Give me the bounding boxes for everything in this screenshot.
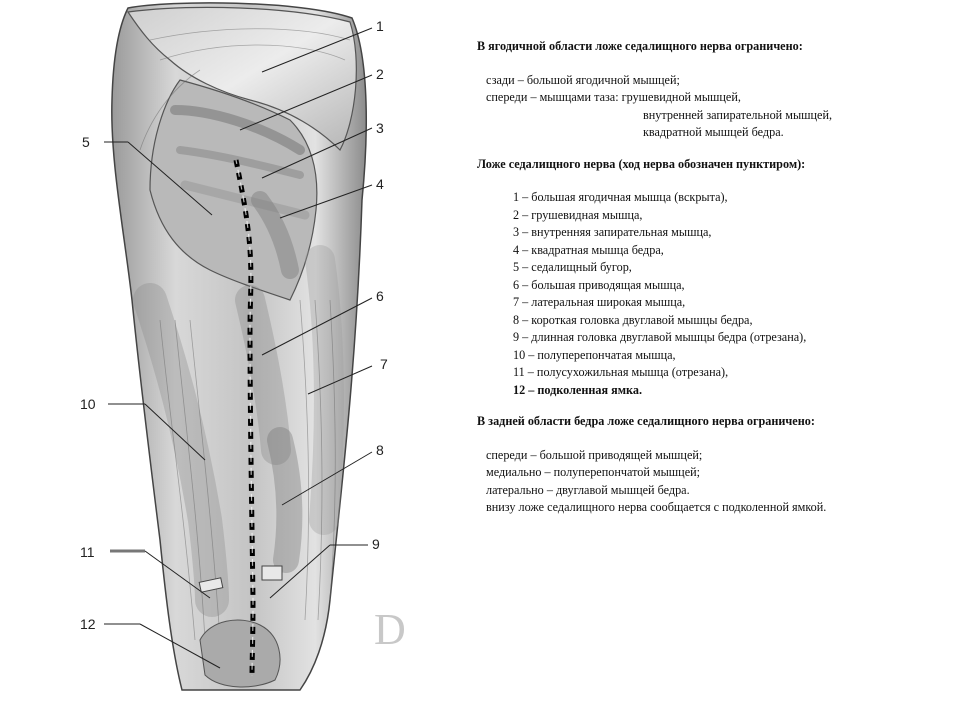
adductor-magnus xyxy=(235,285,291,465)
section3-line: латерально – двуглавой мышцей бедра. xyxy=(486,482,690,497)
section3-line: внизу ложе седалищного нерва сообщается … xyxy=(486,500,827,514)
label-2: 2 xyxy=(376,66,384,82)
section2-heading: Ложе седалищного нерва (ход нерва обозна… xyxy=(477,156,806,171)
legend-item: 8 – короткая головка двуглавой мышцы бед… xyxy=(513,312,753,327)
section1-heading: В ягодичной области ложе седалищного нер… xyxy=(477,39,803,53)
legend-item: 2 – грушевидная мышца, xyxy=(513,207,643,222)
legend-item: 1 – большая ягодичная мышца (вскрыта), xyxy=(513,190,728,204)
legend-item: 11 – полусухожильная мышца (отрезана), xyxy=(513,365,729,379)
label-6: 6 xyxy=(376,288,384,304)
description-text: В ягодичной области ложе седалищного нер… xyxy=(477,38,947,517)
vastus-lateralis xyxy=(305,245,344,535)
biceps-short-head xyxy=(267,427,303,573)
watermark: D xyxy=(374,605,406,654)
section3-heading: В задней области бедра ложе седалищного … xyxy=(477,414,815,428)
section1-line: внутренней запирательной мышцей, xyxy=(643,107,833,122)
popliteal-fossa xyxy=(199,619,281,688)
label-7: 7 xyxy=(380,356,388,372)
label-9: 9 xyxy=(372,536,380,552)
legend-item: 7 – латеральная широкая мышца, xyxy=(513,295,686,309)
semimembranosus xyxy=(133,283,229,617)
section1-line: спереди – мышцами таза: грушевидной мышц… xyxy=(486,90,741,104)
label-4: 4 xyxy=(376,176,384,192)
section1-line: сзади – большой ягодичной мышцей; xyxy=(486,72,680,87)
legend-item: 10 – полуперепончатая мышца, xyxy=(513,347,676,362)
section3-line: спереди – большой приводящей мышцей; xyxy=(486,447,703,462)
label-10: 10 xyxy=(80,396,96,412)
label-12: 12 xyxy=(80,616,96,632)
label-11: 11 xyxy=(80,544,95,560)
legend-item: 4 – квадратная мышца бедра, xyxy=(513,242,664,257)
label-1: 1 xyxy=(376,18,384,34)
label-5: 5 xyxy=(82,134,90,150)
legend-item: 6 – большая приводящая мышца, xyxy=(513,277,685,292)
section3-line: медиально – полуперепончатой мышцей; xyxy=(486,465,701,479)
label-3: 3 xyxy=(376,120,384,136)
label-8: 8 xyxy=(376,442,384,458)
legend-item: 5 – седалищный бугор, xyxy=(513,260,632,274)
thigh-drawing xyxy=(104,2,373,691)
legend-item: 9 – длинная головка двуглавой мышцы бедр… xyxy=(513,330,807,344)
legend-item: 3 – внутренняя запирательная мышца, xyxy=(513,225,712,239)
anatomy-illustration: 1 2 3 4 5 6 7 10 8 9 11 12 D xyxy=(0,0,470,720)
section1-line: квадратной мышцей бедра. xyxy=(643,125,784,139)
gluteus-maximus xyxy=(126,6,357,151)
legend-item: 12 – подколенная ямка. xyxy=(513,382,642,397)
